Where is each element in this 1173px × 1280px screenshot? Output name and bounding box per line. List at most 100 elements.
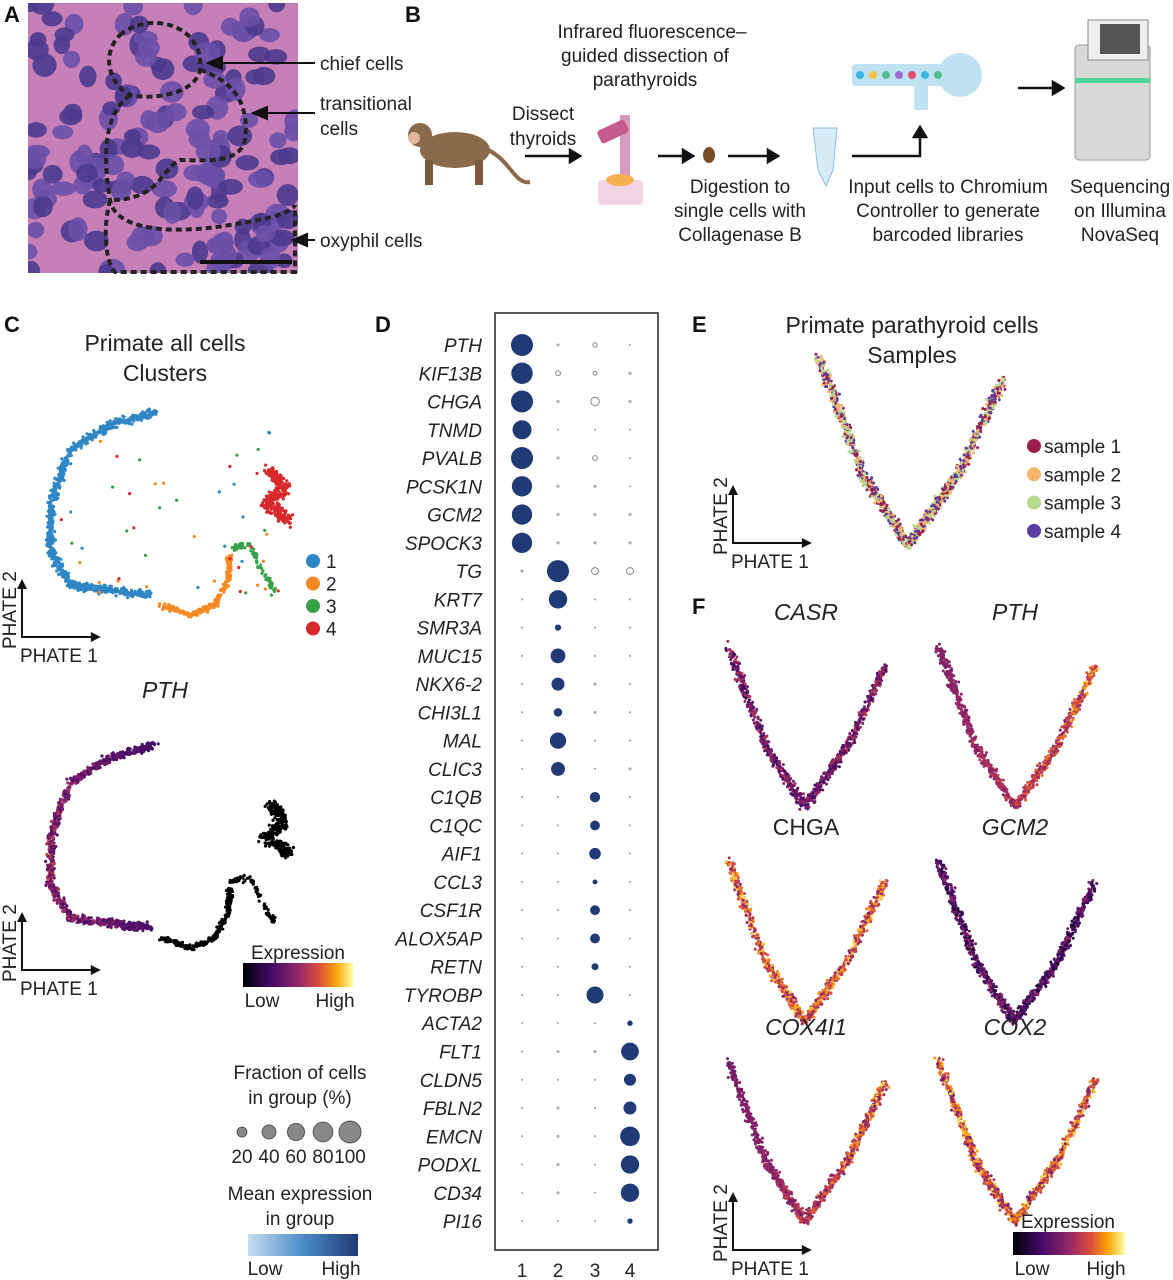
cluster-point <box>60 461 64 465</box>
pth-point <box>45 852 49 857</box>
pth-point <box>275 833 279 837</box>
sample-point <box>895 528 899 532</box>
dot-C1QB-group-2 <box>556 796 560 799</box>
cluster-point <box>54 484 58 488</box>
cluster-point <box>134 417 139 421</box>
sample-point <box>824 376 828 380</box>
pth-point <box>132 748 136 752</box>
sample-point <box>834 414 838 418</box>
cluster-point <box>60 468 64 472</box>
sample-point <box>1000 394 1004 398</box>
sample-point <box>942 488 946 492</box>
sample-point <box>913 537 917 541</box>
sample-point <box>839 403 843 407</box>
sample-point <box>884 512 888 516</box>
sample-point <box>962 465 966 469</box>
sample-point <box>844 426 848 430</box>
dot-PVALB-group-4 <box>628 456 632 460</box>
dot-MUC15-group-3 <box>593 654 597 657</box>
pth-point <box>280 854 284 858</box>
panel-label-e: E <box>692 312 707 337</box>
cluster-point <box>105 426 109 430</box>
cluster-point <box>98 424 103 429</box>
pth-point <box>269 805 273 810</box>
pth-point <box>48 863 52 868</box>
cluster-point <box>75 581 79 585</box>
sample-point <box>839 414 843 418</box>
dot-RETN-group-2 <box>556 965 560 968</box>
sample-point <box>842 421 846 425</box>
cluster-point <box>175 606 179 610</box>
pth-point <box>84 917 88 921</box>
cluster-point <box>218 588 223 592</box>
cluster-point <box>162 481 166 485</box>
pth-point <box>55 833 59 837</box>
cluster-point <box>277 507 282 511</box>
sample-point <box>891 518 895 522</box>
sample-point <box>987 406 991 410</box>
cluster-point <box>132 526 136 530</box>
size-legend-dot <box>286 1122 306 1142</box>
cluster-point <box>121 418 125 422</box>
panel-label-a: A <box>4 2 20 27</box>
cluster-point <box>290 513 295 517</box>
cluster-point <box>126 596 130 600</box>
sample-point <box>892 525 896 529</box>
pth-point <box>50 829 54 833</box>
dot-SPOCK3-group-3 <box>593 541 597 545</box>
clusters-axis-y-label: PHATE 2 <box>0 571 21 649</box>
dot-RETN-group-4 <box>628 965 632 968</box>
cluster-point <box>112 419 116 424</box>
step-infrared-line2: guided dissection of <box>561 46 730 67</box>
sample-point <box>841 434 845 438</box>
cluster-point <box>122 585 126 590</box>
dot-PI16-group-1 <box>520 1219 524 1223</box>
pth-point <box>225 892 230 896</box>
step-sequencing-line1: Sequencing <box>1070 177 1170 198</box>
gene-label: CSF1R <box>420 901 483 922</box>
pth-point <box>92 919 96 923</box>
cluster-point <box>222 587 226 591</box>
pth-point <box>98 761 102 765</box>
sample-point <box>870 494 874 498</box>
cluster-point <box>115 590 119 594</box>
label-transitional: transitional <box>320 94 412 115</box>
cluster-point <box>89 583 94 587</box>
dot-FLT1-group-2 <box>556 1049 560 1054</box>
cluster-point <box>277 493 281 497</box>
cluster-point <box>278 485 282 490</box>
dot-FLT1-group-4 <box>621 1042 639 1061</box>
panel-label-d: D <box>375 312 391 337</box>
dot-CHGA-group-3 <box>590 396 600 407</box>
cluster-point <box>276 518 281 523</box>
dot-CSF1R-group-3 <box>590 905 600 916</box>
sample-point <box>886 507 890 511</box>
pth-point <box>124 751 128 755</box>
cluster-point <box>264 494 268 498</box>
sample-point <box>944 493 948 497</box>
pth-point <box>53 821 57 825</box>
sample-point <box>863 472 867 476</box>
cluster-point <box>274 486 278 490</box>
sample-point <box>946 482 950 486</box>
sample-point <box>993 403 997 407</box>
sample-point <box>989 411 993 415</box>
cluster-point <box>64 459 68 463</box>
pth-point <box>219 924 223 928</box>
pth-point <box>61 902 65 907</box>
cluster-point <box>190 614 194 618</box>
sample-point <box>829 382 833 386</box>
sample-point <box>964 461 968 465</box>
pth-point <box>67 795 71 799</box>
cluster-point <box>57 486 62 490</box>
sample-point <box>958 465 962 469</box>
cluster-point <box>263 587 268 591</box>
pth-point <box>147 745 151 749</box>
sample-point <box>949 491 953 495</box>
dot-GCM2-group-2 <box>556 513 560 517</box>
cluster-legend-label: 4 <box>326 620 337 641</box>
sample-point <box>990 398 994 402</box>
cluster-point <box>269 474 273 478</box>
sample-point <box>922 520 926 524</box>
sample-point <box>966 459 970 463</box>
